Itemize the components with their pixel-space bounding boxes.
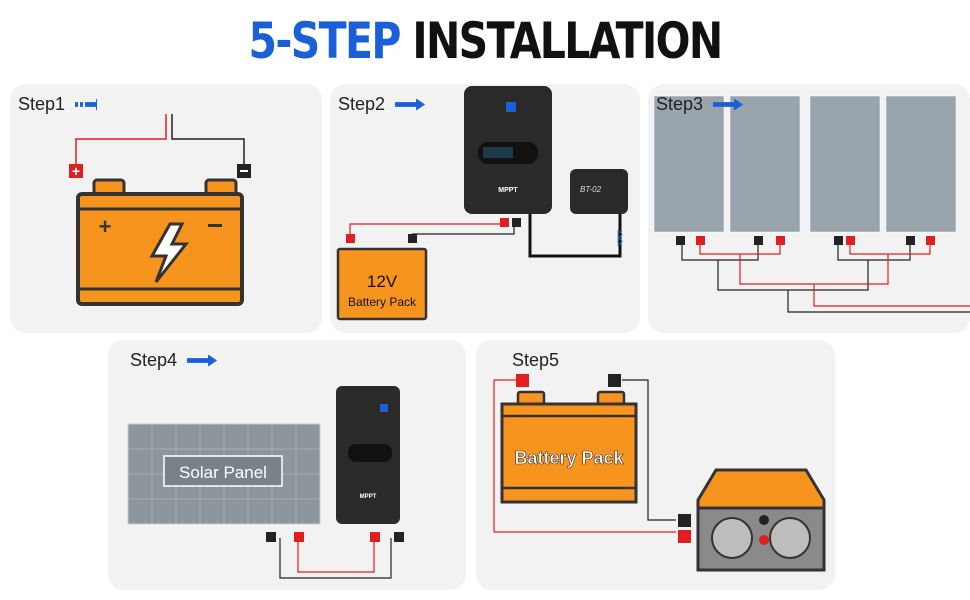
battery-inverter-wiring: Battery Pack: [493, 374, 826, 572]
svg-text:Battery Pack: Battery Pack: [348, 295, 417, 309]
page-title: 5-STEP INSTALLATION: [248, 12, 723, 70]
bluetooth-icon: ᛒ: [615, 228, 626, 248]
svg-text:+: +: [72, 163, 80, 179]
svg-text:Battery Pack: Battery Pack: [514, 448, 624, 468]
svg-text:BT-02: BT-02: [580, 185, 602, 194]
battery-illustration: + +: [69, 114, 251, 306]
step3-label: Step3: [656, 94, 744, 115]
solar-array-wiring: [653, 95, 970, 313]
step2-panel: Step2 MPPT BT-02 ᛒ 12V Battery Pack: [330, 84, 640, 333]
step3-panel: Step3: [648, 84, 970, 333]
step1-label: Step1: [18, 94, 106, 115]
controller-wiring: MPPT BT-02 ᛒ 12V Battery Pack: [336, 86, 628, 321]
step4-panel: Step4 Solar Panel MPPT: [108, 340, 466, 590]
svg-text:Solar Panel: Solar Panel: [179, 463, 267, 482]
step2-label: Step2: [338, 94, 426, 115]
svg-text:MPPT: MPPT: [360, 494, 377, 500]
svg-text:MPPT: MPPT: [498, 187, 518, 194]
svg-text:+: +: [99, 214, 112, 239]
panel-controller-wiring: Solar Panel MPPT: [127, 386, 404, 579]
svg-text:12V: 12V: [367, 272, 398, 291]
step5-panel: Step5 Battery Pack: [476, 340, 835, 590]
arrow-right-icon: [713, 98, 744, 111]
step4-label: Step4: [130, 350, 218, 371]
step1-panel: Step1 + +: [10, 84, 322, 333]
step5-label: Step5: [512, 350, 560, 370]
